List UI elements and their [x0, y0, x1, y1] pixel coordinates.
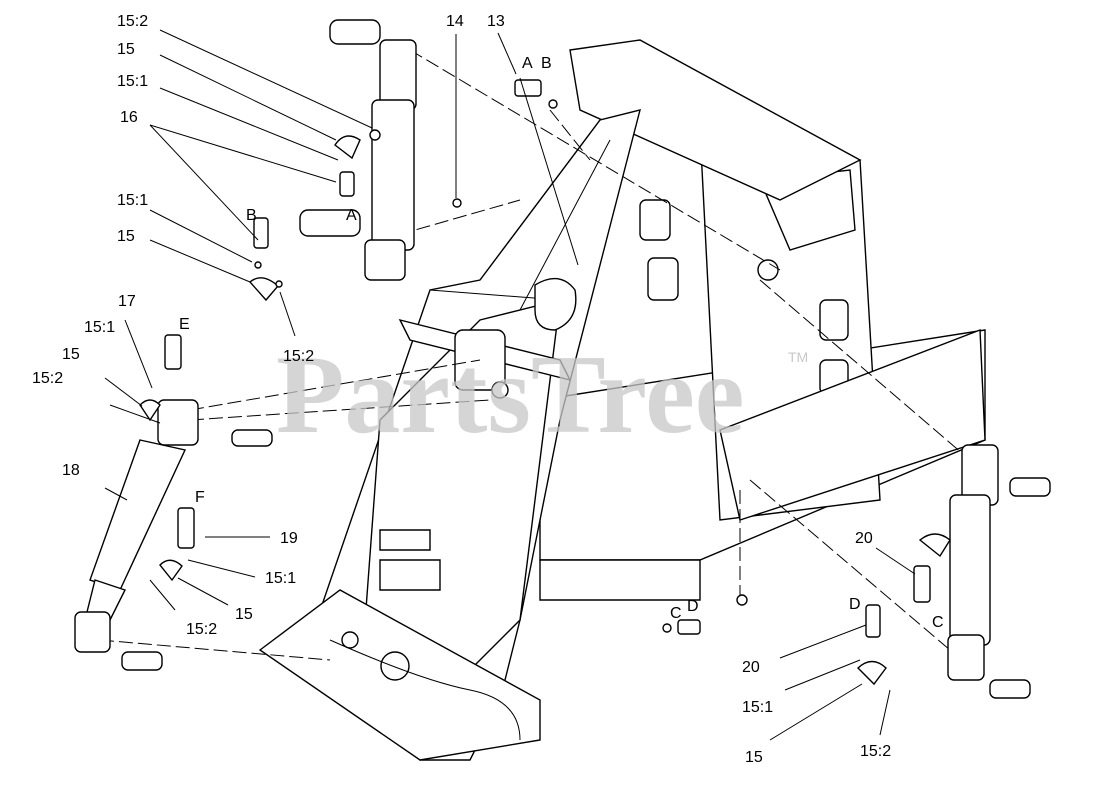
- callout-label: 15:1: [265, 570, 296, 587]
- callout-label: 20: [855, 530, 873, 547]
- connection-letter: A: [346, 207, 357, 224]
- callout-label: 15: [62, 346, 80, 363]
- connection-letter: E: [179, 316, 190, 333]
- watermark-text: PartsTree: [276, 333, 745, 457]
- callout-label: 18: [62, 462, 80, 479]
- callout-label: 15:2: [32, 370, 63, 387]
- callout-label: 16: [120, 109, 138, 126]
- connection-letter: A: [522, 55, 533, 72]
- callout-label: 15:1: [117, 73, 148, 90]
- connection-letter: B: [246, 207, 257, 224]
- hydraulic-cylinder-left: [74, 334, 273, 671]
- callout-label: 15: [235, 606, 253, 623]
- callout-label: 19: [280, 530, 298, 547]
- callout-label: 20: [742, 659, 760, 676]
- callout-label: 15: [745, 749, 763, 766]
- connection-letter: F: [195, 489, 205, 506]
- callout-label: 15:2: [186, 621, 217, 638]
- callout-label: 15:1: [117, 192, 148, 209]
- watermark-trademark: TM: [788, 349, 808, 365]
- callout-label: 15: [117, 41, 135, 58]
- loader-frame: [258, 39, 986, 761]
- hydraulic-cylinder-top: [248, 19, 417, 302]
- connection-letter: B: [541, 55, 552, 72]
- callout-label: 13: [487, 13, 505, 30]
- callout-label: 15:2: [283, 348, 314, 365]
- callout-label: 15:2: [117, 13, 148, 30]
- callout-label: 17: [118, 293, 136, 310]
- connection-letter: D: [687, 598, 699, 615]
- callout-labels: 15:2 15 15:1 16 15:1 15 17 15:1 15 15:2 …: [32, 13, 891, 766]
- callout-label: 14: [446, 13, 464, 30]
- callout-label: 15:2: [860, 743, 891, 760]
- connection-letters: A B B A E F C D D C: [179, 55, 944, 631]
- connection-letter: D: [849, 596, 861, 613]
- connection-letter: C: [932, 614, 944, 631]
- leader-lines: [104, 29, 916, 741]
- connection-letter: C: [670, 605, 682, 622]
- callout-label: 15:1: [84, 319, 115, 336]
- hydraulic-cylinder-right: [856, 444, 1051, 699]
- callout-label: 15:1: [742, 699, 773, 716]
- watermark: PartsTree TM: [276, 333, 808, 457]
- assembly-lines: [99, 49, 971, 661]
- callout-label: 15: [117, 228, 135, 245]
